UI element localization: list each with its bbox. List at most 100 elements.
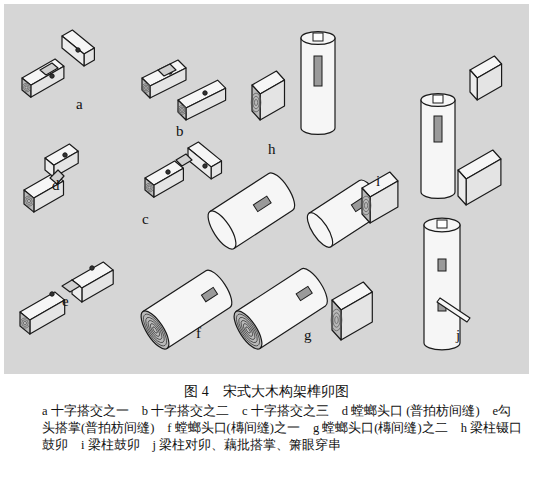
end-grain-ring [333,313,340,327]
end-grain-ring [143,85,149,91]
timber-body [421,100,455,198]
end-grain-ring [179,107,185,113]
end-grain-ring [27,199,30,202]
timber-block [62,30,94,66]
end-grain-ring [232,311,264,349]
end-grain-ring [251,93,261,112]
timber-block [458,150,501,205]
peg-hole [203,164,207,168]
timber-end [203,207,241,253]
joint-notch [158,64,176,76]
round-timber [136,266,237,353]
round-timber [301,32,335,135]
end-grain-ring [22,320,28,327]
timber-end [301,32,335,45]
figure-letter: e [62,294,69,309]
scan-ground [4,4,529,374]
timber-block [142,60,186,98]
timber-end [136,307,174,353]
end-grain-ring [253,96,259,108]
joint-notch [40,63,58,75]
end-grain-ring [145,183,154,192]
block-end [142,78,150,98]
block-side [30,300,65,334]
end-grain-ring [142,84,151,93]
block-end [45,158,54,177]
block-end [470,70,477,100]
top-tenon [313,33,323,41]
block-end [362,188,370,223]
end-grain-ring [23,321,26,324]
figure-letter: d [52,178,60,193]
end-grain-ring [25,86,28,89]
mortise-slot [314,56,322,86]
timber-block [331,282,372,340]
round-timber [424,218,460,350]
figure-letter: c [142,212,149,227]
timber-body [143,266,237,348]
timber-block [24,173,64,212]
block-side [186,88,226,120]
block-side [370,181,398,223]
block-side [466,159,501,205]
figure-letter: a [76,97,83,112]
block-side [477,64,501,100]
top-tenon [437,220,447,228]
block-end [145,178,154,197]
block-end [24,190,34,212]
end-grain-ring [22,83,31,92]
pin-key [437,298,470,322]
top-tenon [433,95,443,103]
timber-block [20,292,65,334]
peg-hole [63,153,67,157]
block-side [341,292,372,340]
figure-letter: g [304,328,312,343]
end-grain-ring [181,109,184,112]
block-side [84,48,94,66]
block-side [260,80,284,120]
timber-block [72,262,113,302]
end-grain-ring [20,318,30,328]
joint-notch [62,280,80,292]
timber-block [22,59,64,97]
end-grain-ring [363,199,369,211]
mortise-slot [434,116,442,142]
end-grain-ring [364,202,367,208]
mortise-slot [296,286,312,300]
block-end [20,312,30,334]
block-end [458,170,466,205]
block-side [211,161,221,179]
timber-block [178,80,226,120]
end-grain-ring [147,185,153,191]
peg-hole [50,74,54,78]
block-end [178,100,186,120]
block-end [62,36,84,66]
timber-end [424,218,460,232]
timber-block [470,56,502,100]
end-grain-ring [148,186,151,189]
peg-hole [166,170,170,174]
end-grain-ring [361,196,371,215]
end-grain-ring [178,106,187,115]
figure-caption: a 十字搭交之一 b 十字搭交之二 c 十字搭交之三 d 螳螂头口 (普拍枋间缝… [42,403,522,454]
timber-block [361,172,398,223]
joint-notch [176,154,192,166]
end-grain-ring [145,87,148,90]
mortise-slot [201,287,217,301]
block-end [332,300,341,340]
figure-letter: i [376,174,380,189]
peg-hole [90,266,94,270]
end-grain-ring [331,309,342,331]
peg-hole [203,91,207,95]
timber-body [301,38,335,134]
end-grain-ring [26,198,32,205]
round-timber [229,265,332,353]
block-end [252,85,260,120]
figure-letter: j [456,328,460,343]
end-grain-ring [335,316,339,323]
figure-letter: f [196,326,201,341]
peg-hole [76,48,80,52]
timber-block [145,161,183,197]
timber-body [424,225,460,350]
